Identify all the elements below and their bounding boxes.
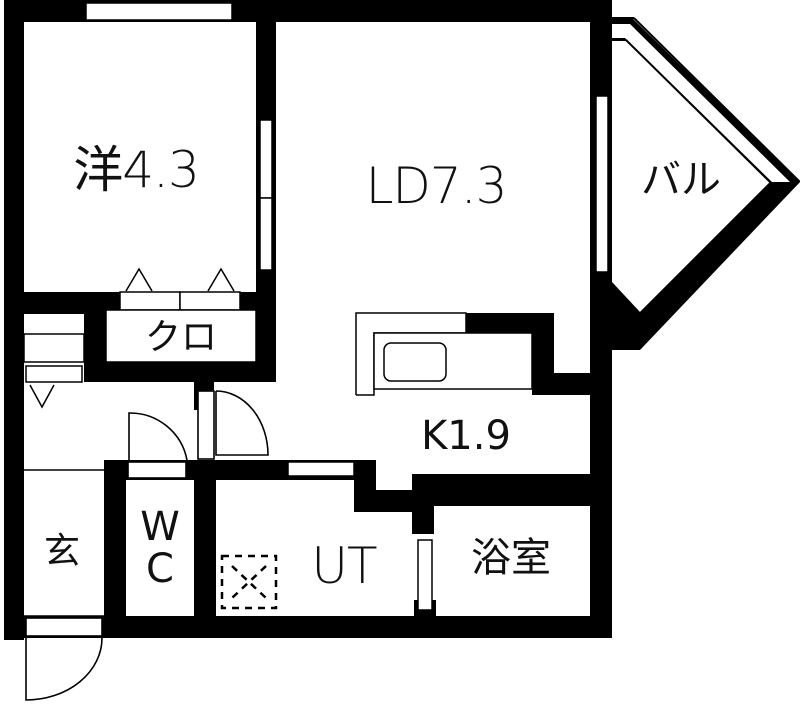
room-label-kitchen: K1.9	[421, 413, 511, 459]
closet-sliding-doors	[105, 267, 257, 363]
room-label-balcony: バル	[641, 157, 721, 203]
room-label-western: 洋4.3	[73, 141, 200, 199]
room-label-entrance: 玄	[43, 531, 81, 572]
room-label-toilet: W C	[140, 506, 180, 590]
doors	[25, 390, 269, 701]
shoe-cabinet	[23, 333, 104, 471]
washing-machine-space	[220, 554, 278, 610]
room-label-living-dining: LD7.3	[365, 157, 508, 215]
kitchen-sink	[355, 312, 533, 396]
toilet-label-w: W	[140, 504, 180, 550]
toilet-label-c: C	[146, 546, 174, 592]
room-label-utility: UT	[311, 537, 377, 595]
room-label-bathroom: 浴室	[471, 535, 551, 581]
windows	[85, 2, 609, 611]
room-label-closet: クロ	[144, 317, 218, 358]
balcony-outline	[612, 17, 800, 350]
